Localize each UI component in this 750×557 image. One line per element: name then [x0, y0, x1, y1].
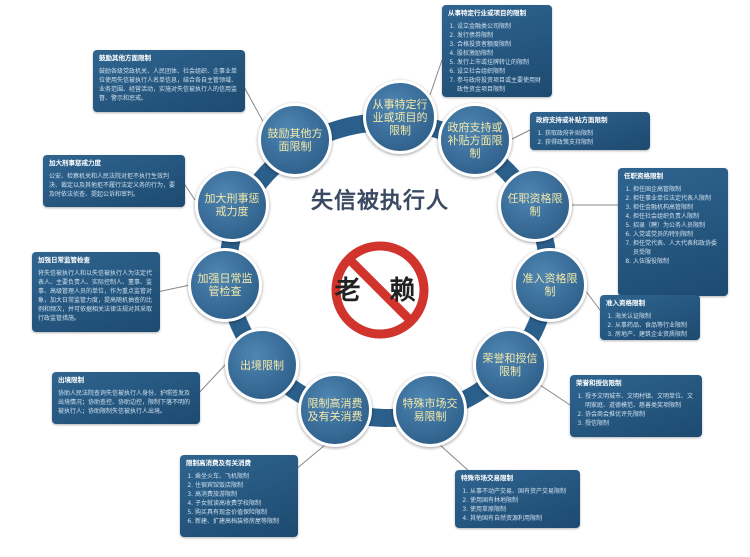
box-text: 协助人民法院查询失信被执行人身份、护照签发及出境情况；协助查控、协助边控，限制下… [58, 390, 191, 415]
box-exit: 出境限制 协助人民法院查询失信被执行人身份、护照签发及出境情况；协助查控、协助边… [52, 372, 200, 424]
list-item: 获取政府补贴限制 [545, 129, 644, 138]
box-title: 从事特定行业或项目的限制 [448, 9, 526, 17]
box-title: 限制高消费及有关消费 [186, 459, 251, 467]
box-market: 特殊市场交易限制 从事不动产交易、国有资产交易限制使用国有林地限制使用草原限制其… [455, 470, 580, 528]
list-item: 担任国企高管限制 [633, 185, 722, 194]
node-consumption[interactable]: 限制高消费及有关消费 [298, 373, 372, 447]
node-government[interactable]: 政府支持或补贴方面限制 [438, 103, 512, 177]
box-title: 加强日常监管检查 [38, 256, 90, 264]
list-item: 股权激励限制 [457, 49, 546, 58]
list-item: 高消费旅游限制 [195, 490, 292, 499]
list-item: 合格投资者额度限制 [457, 40, 546, 49]
node-criminal[interactable]: 加大刑事惩戒力度 [195, 168, 269, 242]
box-honor: 荣誉和授信限制 授予文明城市、文明村镇、文明单位、文明家庭、道德模范、慈善类奖项… [570, 375, 702, 437]
box-text: 将失信被执行人和以失信被执行人为法定代表人、主要负责人、实际控制人、董事、监事、… [38, 270, 153, 322]
box-title: 出境限制 [58, 376, 84, 384]
list-item: 担任社会组织负责人限制 [633, 212, 722, 221]
list-item: 使用国有林地限制 [470, 496, 574, 505]
list-item: 房地产、建筑企业资质限制 [615, 330, 694, 339]
box-text: 鼓励各级党政机关、人民团体、社会组织、企事业单位使用失信被执行人名单信息，结合各… [99, 68, 238, 102]
list-item: 从事药品、食品等行业限制 [615, 321, 694, 330]
list-item: 获得政策支持限制 [545, 138, 644, 147]
list-item: 发行债券限制 [457, 31, 546, 40]
list-item: 招录（聘）为公务人员限制 [633, 221, 722, 230]
list-item: 协会商会推优评先限制 [585, 410, 696, 419]
list-item: 授予文明城市、文明村镇、文明单位、文明家庭、道德模范、慈善类奖项限制 [585, 392, 696, 410]
list-item: 其他国有自然资源利用限制 [470, 514, 574, 523]
box-title: 鼓励其他方面限制 [99, 54, 151, 62]
list-item: 担任事业单位法定代表人限制 [633, 194, 722, 203]
box-supervision: 加强日常监管检查 将失信被执行人和以失信被执行人为法定代表人、主要负责人、实际控… [32, 252, 160, 332]
list-item: 使用草原限制 [470, 505, 574, 514]
node-access[interactable]: 准入资格限制 [513, 248, 587, 322]
box-title: 任职资格限制 [624, 172, 663, 180]
box-industry: 从事特定行业或项目的限制 设立金融类公司限制发行债券限制合格投资者额度限制股权激… [442, 5, 552, 97]
list-item: 发行上市或挂牌转让的限制 [457, 58, 546, 67]
node-position[interactable]: 任职资格限制 [498, 168, 572, 242]
list-item: 参与政府投资项目或主要使用财政性资金项目限制 [457, 76, 546, 94]
box-title: 荣誉和授信限制 [576, 379, 622, 387]
box-text: 公安、检察机关和人民法院对拒不执行生效判决、裁定以及其他拒不履行法定义务的行为，… [49, 173, 176, 198]
list-item: 担任党代表、人大代表和政协委员受限 [633, 239, 722, 257]
node-industry[interactable]: 从事特定行业或项目的限制 [363, 80, 437, 154]
box-consumption: 限制高消费及有关消费 乘坐火车、飞机限制住宿宾馆饭店限制高消费旅游限制子女就读高… [180, 455, 298, 537]
box-criminal: 加大刑事惩戒力度 公安、检察机关和人民法院对拒不执行生效判决、裁定以及其他拒不履… [43, 155, 185, 207]
box-title: 政府支持或补贴方面限制 [536, 116, 608, 124]
node-market[interactable]: 特殊市场交易限制 [393, 373, 467, 447]
list-item: 担任金融机构高管限制 [633, 203, 722, 212]
center-badge: 老 赖 [334, 276, 426, 306]
box-access: 准入资格限制 海关认证限制从事药品、食品等行业限制房地产、建筑企业资质限制 [600, 295, 700, 340]
list-item: 住宿宾馆饭店限制 [195, 481, 292, 490]
node-exit[interactable]: 出境限制 [225, 328, 299, 402]
node-encourage[interactable]: 鼓励其他方面限制 [258, 103, 332, 177]
center-title: 失信被执行人 [310, 189, 449, 214]
box-title: 加大刑事惩戒力度 [49, 159, 101, 167]
node-honor[interactable]: 荣誉和授信限制 [473, 328, 547, 402]
list-item: 购买具有现金价值保险限制 [195, 508, 292, 517]
list-item: 入伍服役限制 [633, 257, 722, 266]
box-position: 任职资格限制 担任国企高管限制担任事业单位法定代表人限制担任金融机构高管限制担任… [618, 168, 728, 296]
list-item: 授信限制 [585, 419, 696, 428]
list-item: 入党或党员的特别限制 [633, 230, 722, 239]
box-government: 政府支持或补贴方面限制 获取政府补贴限制获得政策支持限制 [530, 112, 650, 150]
list-item: 设立金融类公司限制 [457, 22, 546, 31]
ban-icon [331, 241, 429, 339]
list-item: 海关认证限制 [615, 312, 694, 321]
list-item: 乘坐火车、飞机限制 [195, 472, 292, 481]
box-title: 特殊市场交易限制 [461, 474, 513, 482]
node-supervision[interactable]: 加强日常监管检查 [188, 248, 262, 322]
list-item: 子女就读高收费学校限制 [195, 499, 292, 508]
list-item: 从事不动产交易、国有资产交易限制 [470, 487, 574, 496]
list-item: 设立社会组织限制 [457, 67, 546, 76]
box-title: 准入资格限制 [606, 299, 645, 307]
box-encourage: 鼓励其他方面限制 鼓励各级党政机关、人民团体、社会组织、企事业单位使用失信被执行… [93, 50, 245, 112]
list-item: 新建、扩建高档装修房屋等限制 [195, 517, 292, 526]
